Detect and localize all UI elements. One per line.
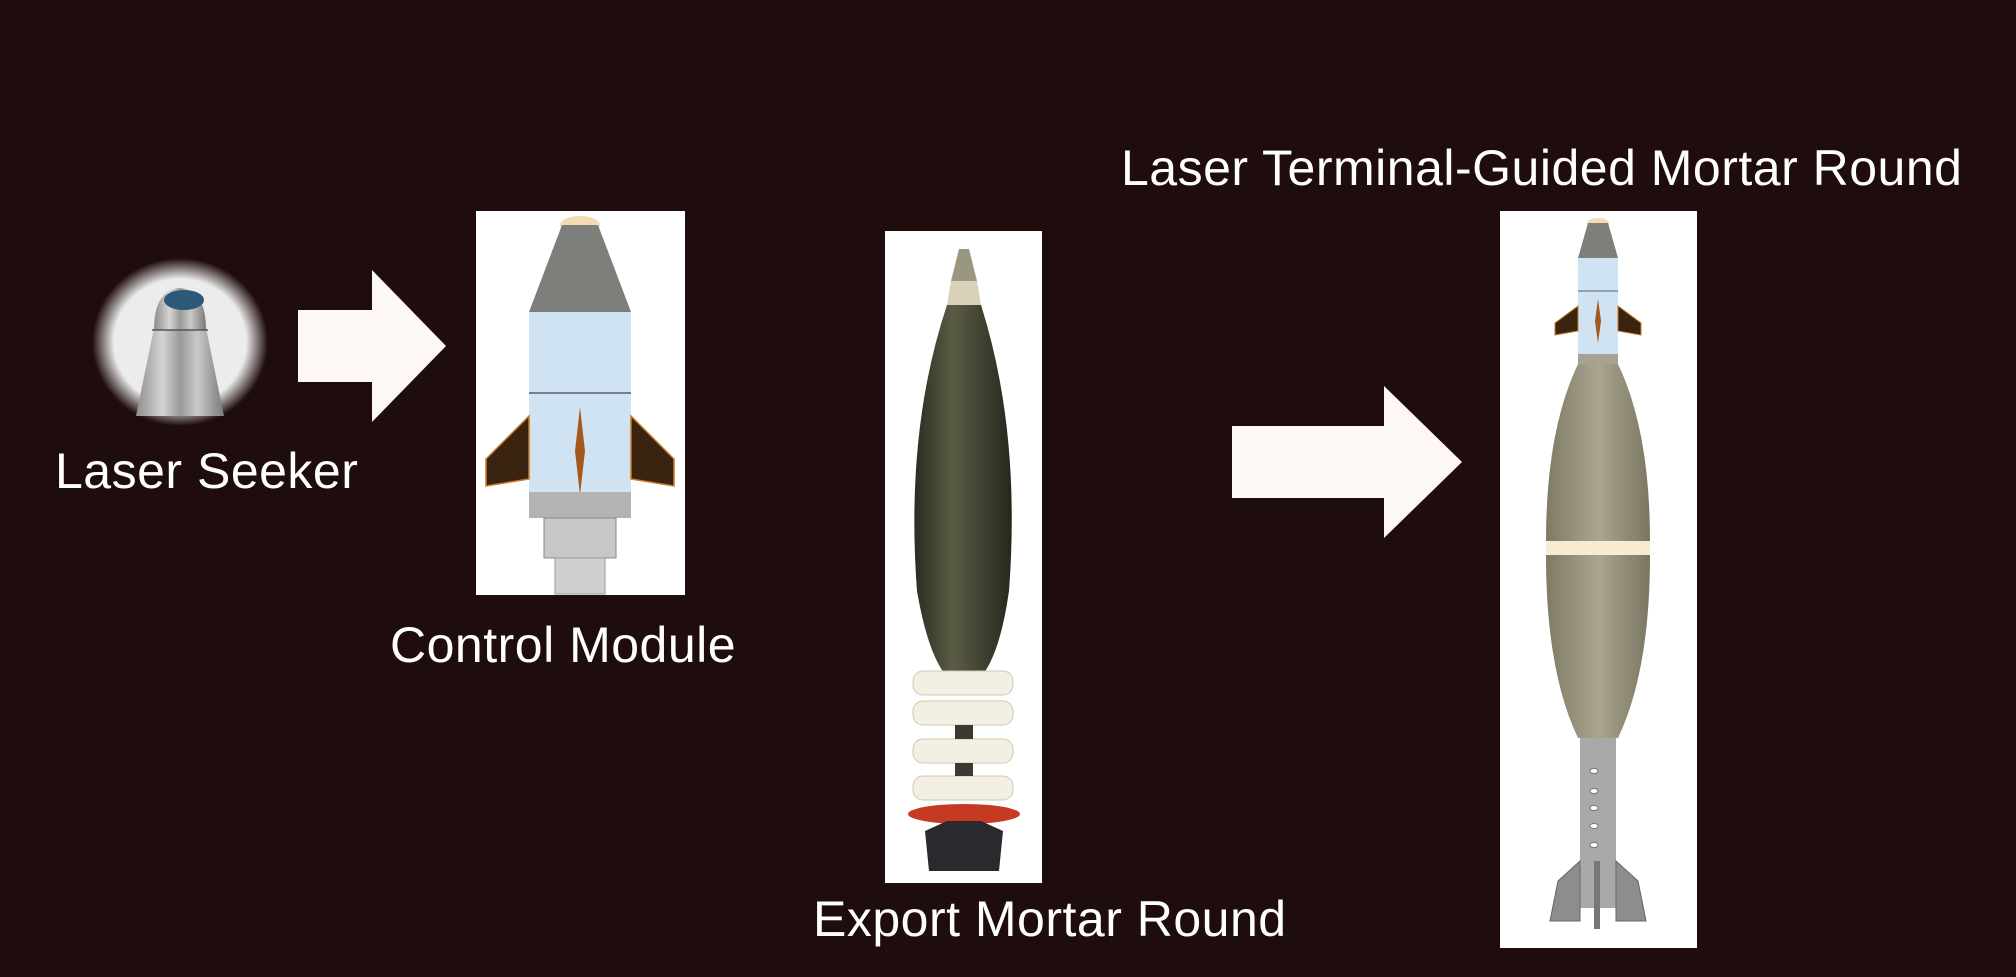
arrow-right-icon [298,270,446,422]
arrow-right-icon [1232,386,1462,538]
control-module-label: Control Module [390,617,737,673]
guided-round-title: Laser Terminal-Guided Mortar Round [1121,140,1963,196]
laser-seeker-label: Laser Seeker [55,443,359,499]
control-module-image [476,211,685,595]
export-mortar-round-image [885,231,1042,883]
export-mortar-round-label: Export Mortar Round [813,891,1287,947]
laser-seeker-image [92,258,268,426]
guided-mortar-round-image [1500,211,1697,948]
